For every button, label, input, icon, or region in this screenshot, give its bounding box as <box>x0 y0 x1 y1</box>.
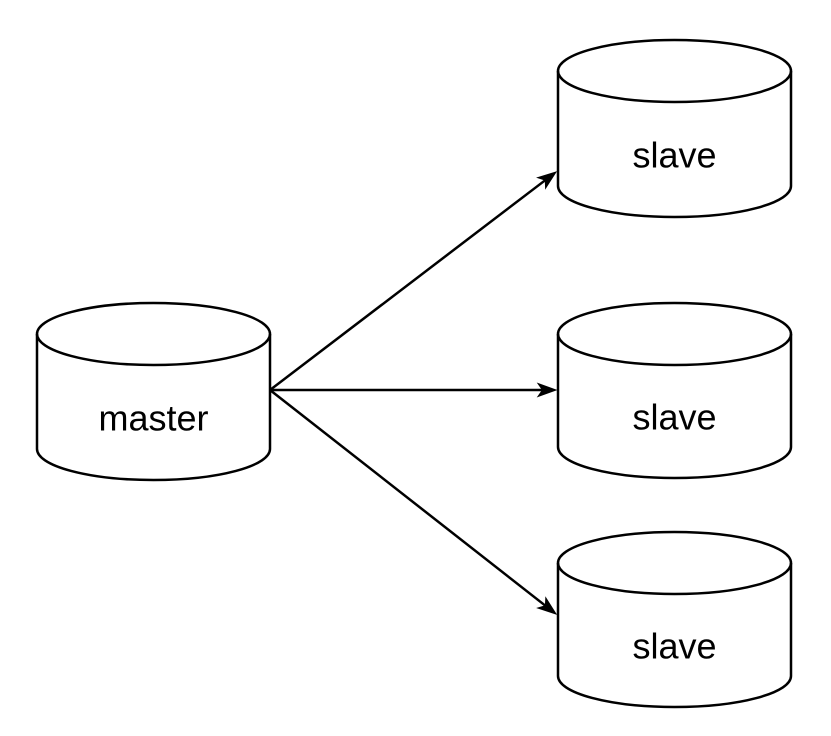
arrow-shaft <box>269 179 547 391</box>
cylinder-body <box>35 301 272 482</box>
cylinder-body <box>556 38 793 219</box>
db-cylinder-slave-2: slave <box>556 301 793 480</box>
db-cylinder-slave-3: slave <box>556 530 793 709</box>
arrow-shaft <box>269 389 547 607</box>
db-cylinder-slave-1: slave <box>556 38 793 219</box>
node-label-master: master <box>98 398 208 439</box>
db-cylinder-master: master <box>35 301 272 482</box>
cylinder-body <box>556 301 793 480</box>
cylinder-lid-arc <box>556 70 793 104</box>
cylinder-lid-arc <box>556 562 793 596</box>
replication-arrow-master-to-slave-3 <box>269 389 558 615</box>
replication-arrow-master-to-slave-1 <box>269 171 558 391</box>
cylinder-lid-arc <box>556 333 793 367</box>
cylinder-lid-arc <box>35 333 272 367</box>
replication-arrow-master-to-slave-2 <box>270 382 558 398</box>
arrowhead-icon <box>536 382 558 398</box>
node-label-slave-3: slave <box>632 625 716 666</box>
arrowhead-icon <box>536 171 558 190</box>
arrowhead-icon <box>536 596 558 615</box>
node-label-slave-1: slave <box>632 135 716 176</box>
cylinder-body <box>556 530 793 709</box>
node-label-slave-2: slave <box>632 396 716 437</box>
